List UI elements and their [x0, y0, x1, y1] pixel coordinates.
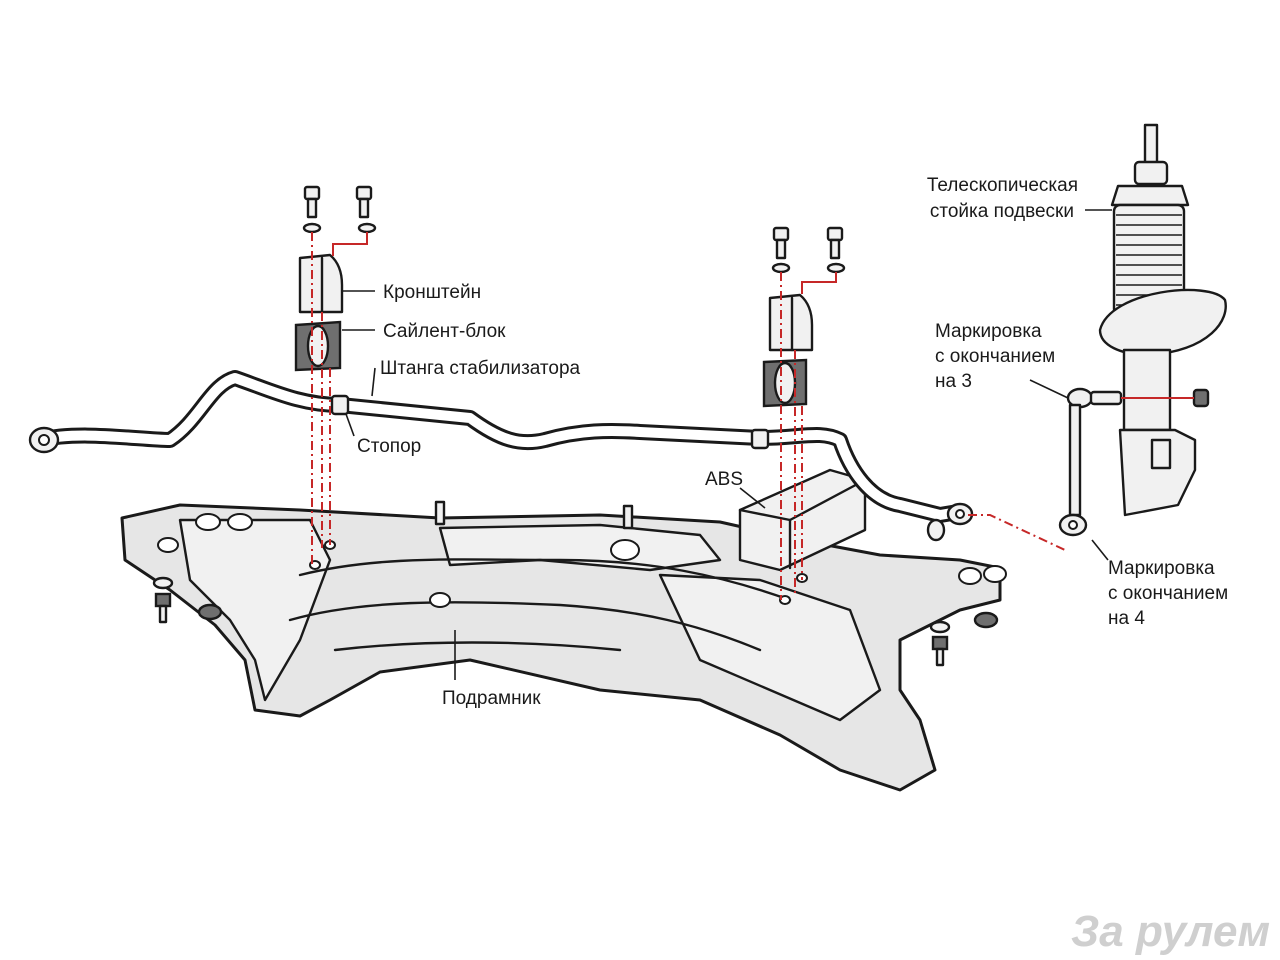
- label-stabilizer-bar: Штанга стабилизатора: [380, 358, 581, 379]
- label-strut-line1: Телескопическая: [927, 175, 1078, 196]
- label-subframe: Подрамник: [442, 688, 541, 709]
- right-mount: [762, 226, 846, 408]
- label-abs: ABS: [705, 469, 743, 490]
- telescopic-strut: [1098, 123, 1227, 517]
- leader-lines: [342, 209, 1112, 680]
- label-bracket: Кронштейн: [383, 282, 481, 303]
- label-marking-4-line3: на 4: [1108, 608, 1145, 629]
- label-silent-block: Сайлент-блок: [383, 321, 506, 342]
- watermark-logo: За рулем: [1071, 907, 1270, 956]
- label-marking-4-line2: с окончанием: [1108, 583, 1228, 604]
- subframe-fasteners: [152, 576, 999, 667]
- subframe: [120, 500, 1007, 792]
- stabilizer-link: [1058, 387, 1123, 537]
- label-marking-3-line1: Маркировка: [935, 321, 1042, 342]
- left-mount: [294, 185, 377, 372]
- label-marking-3-line2: с окончанием: [935, 346, 1055, 367]
- stabilizer-bar: [28, 370, 974, 542]
- label-strut-line2: стойка подвески: [930, 201, 1074, 222]
- label-marking-4-line1: Маркировка: [1108, 558, 1215, 579]
- label-marking-3-line3: на 3: [935, 371, 972, 392]
- label-stopper: Стопор: [357, 436, 421, 457]
- alignment-lines: [311, 232, 1194, 600]
- bar-stoppers: [330, 394, 770, 450]
